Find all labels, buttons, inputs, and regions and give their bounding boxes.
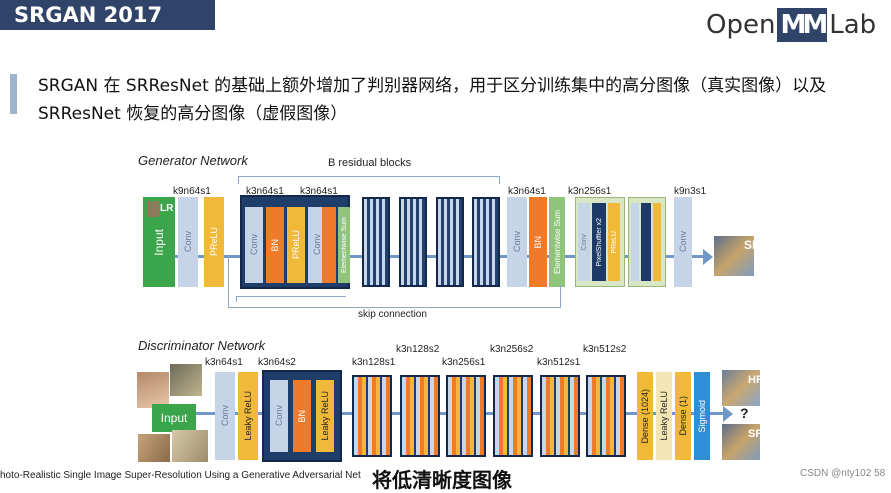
ups-prelu-block: PReLU xyxy=(608,203,620,281)
disc-kernel-label: k3n64s2 xyxy=(258,357,296,368)
gen-kernel-label: k3n64s1 xyxy=(300,186,338,197)
inner-skip-bottom xyxy=(236,296,346,297)
disc-input-thumbnail xyxy=(137,372,169,408)
hr-output-image xyxy=(722,370,760,406)
hr-tag: HR xyxy=(748,374,764,386)
residual-brace xyxy=(238,176,500,177)
disc-leaky-relu-2-block: Leaky ReLU xyxy=(656,372,672,460)
watermark: CSDN @nty102 58 xyxy=(800,468,886,479)
sr-tag: SR xyxy=(744,238,761,252)
discriminator-title: Discriminator Network xyxy=(138,338,266,353)
dense-1-block: Dense (1) xyxy=(675,372,691,460)
disc-block-collapsed xyxy=(446,375,486,457)
ups-conv-block xyxy=(631,203,639,281)
res-elementwise-sum: Elementwise Sum xyxy=(338,207,350,283)
headline-text: SRGAN 在 SRResNet 的基础上额外增加了判别器网络，用于区分训练集中… xyxy=(38,76,827,124)
lr-thumbnail xyxy=(147,201,159,217)
ups-conv-block: Conv xyxy=(578,203,590,281)
question-mark: ? xyxy=(740,405,749,421)
sr-disc-tag: SR xyxy=(748,428,764,440)
disc-kernel-label: k3n128s2 xyxy=(396,344,440,355)
disc-block-collapsed xyxy=(540,375,580,457)
gen-final-conv-block: Conv xyxy=(674,197,692,287)
disc-input-thumbnail xyxy=(138,434,170,462)
logo-text-lab: Lab xyxy=(829,10,877,40)
res-conv-block: Conv xyxy=(245,207,263,283)
res-prelu-block: PReLU xyxy=(287,207,305,283)
gen-bn-block: BN xyxy=(529,197,547,287)
generator-title: Generator Network xyxy=(138,153,248,168)
skip-line-right xyxy=(560,285,561,308)
sr-disc-image xyxy=(722,424,760,460)
disc-input-thumbnail xyxy=(172,430,208,462)
generator-arrow-head xyxy=(703,249,713,265)
disc-block-leaky-relu: Leaky ReLU xyxy=(316,380,334,452)
sigmoid-block: Sigmoid xyxy=(694,372,710,460)
disc-block-collapsed xyxy=(352,375,392,457)
disc-kernel-label: k3n512s1 xyxy=(537,357,581,368)
residual-brace-left xyxy=(238,176,239,184)
disc-kernel-label: k3n512s2 xyxy=(583,344,627,355)
logo-text-mm: MM xyxy=(777,8,828,42)
logo-text-open: Open xyxy=(706,10,776,40)
disc-block-conv: Conv xyxy=(270,380,288,452)
res-conv2-block: Conv xyxy=(308,207,326,283)
residual-brace-right xyxy=(499,176,500,184)
lr-tag: LR xyxy=(160,203,174,214)
disc-kernel-label: k3n256s2 xyxy=(490,344,534,355)
residual-caption: B residual blocks xyxy=(328,157,412,169)
discriminator-arrow-head xyxy=(723,406,733,422)
video-subtitle: 将低清晰度图像 xyxy=(372,468,512,492)
disc-block-bn: BN xyxy=(293,380,311,452)
gen-prelu-block: PReLU xyxy=(204,197,224,287)
ups-prelu-block xyxy=(653,203,661,281)
disc-kernel-label: k3n64s1 xyxy=(205,357,243,368)
slide-title: SRGAN 2017 xyxy=(0,0,215,30)
gen-kernel-label: k3n64s1 xyxy=(508,186,546,197)
residual-block-collapsed xyxy=(399,197,427,287)
inner-skip-left xyxy=(236,296,237,302)
citation-text: hoto-Realistic Single Image Super-Resolu… xyxy=(0,470,361,481)
disc-input-thumbnail xyxy=(170,364,202,396)
gen-conv-block: Conv xyxy=(178,197,198,287)
pixel-shuffler-block: PixelShuffler x2 xyxy=(592,203,606,281)
disc-leaky-relu-block: Leaky ReLU xyxy=(238,372,258,460)
pixel-shuffler-block xyxy=(641,203,651,281)
skip-caption: skip connection xyxy=(358,309,427,320)
residual-block-collapsed xyxy=(436,197,464,287)
gen-conv-block: Conv xyxy=(507,197,527,287)
gen-kernel-label: k9n64s1 xyxy=(173,186,211,197)
res-bn2-block xyxy=(322,207,336,283)
gen-kernel-label: k9n3s1 xyxy=(674,186,707,197)
disc-kernel-label: k3n128s1 xyxy=(352,357,396,368)
accent-bar xyxy=(10,74,17,114)
disc-block-collapsed xyxy=(586,375,626,457)
disc-block-collapsed xyxy=(493,375,533,457)
discriminator-input-block: Input xyxy=(152,404,196,432)
residual-block-collapsed xyxy=(472,197,500,287)
disc-kernel-label: k3n256s1 xyxy=(442,357,486,368)
gen-kernel-label: k3n64s1 xyxy=(246,186,284,197)
sr-output-image xyxy=(714,236,754,276)
skip-line-left xyxy=(228,256,229,308)
disc-block-collapsed xyxy=(400,375,440,457)
gen-elementwise-sum: Elementwise Sum xyxy=(549,197,565,287)
skip-line-bottom xyxy=(228,307,561,308)
gen-kernel-label: k3n256s1 xyxy=(568,186,612,197)
disc-conv-block: Conv xyxy=(215,372,235,460)
residual-block-collapsed xyxy=(362,197,390,287)
res-bn-block: BN xyxy=(266,207,284,283)
dense-1024-block: Dense (1024) xyxy=(637,372,653,460)
